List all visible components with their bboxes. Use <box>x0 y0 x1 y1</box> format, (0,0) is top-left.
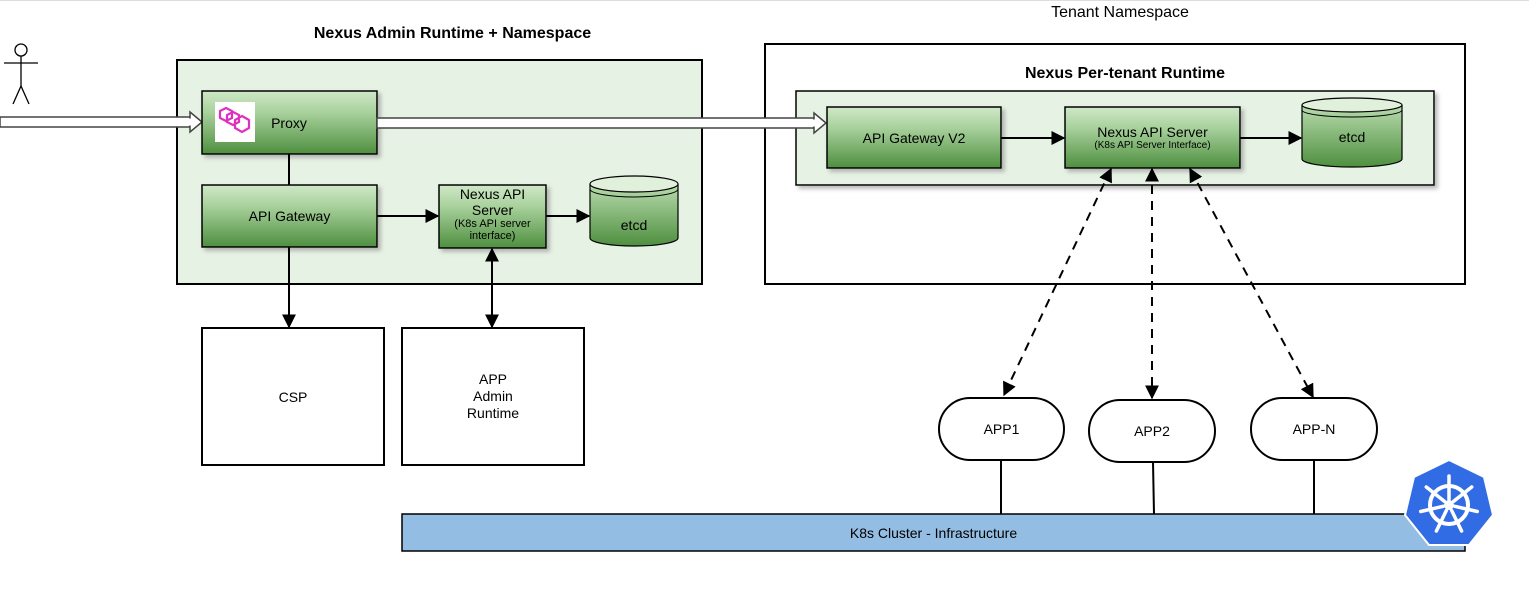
tenant-etcd-label: etcd <box>1338 129 1366 145</box>
admin-api-server-label: Nexus API Server (K8s API server interfa… <box>439 186 546 242</box>
admin-api-server-sub1: (K8s API server <box>454 218 531 230</box>
apiserver-appn-dashed-arrow <box>1189 167 1314 399</box>
appn-label: APP-N <box>1292 421 1336 437</box>
tenant-etcd-cylinder <box>1301 97 1403 168</box>
appn-node <box>1250 397 1378 461</box>
app2-label: APP2 <box>1134 423 1170 439</box>
api-gateway-label: API Gateway <box>248 208 331 224</box>
user-stick-figure-icon <box>4 43 38 105</box>
admin-api-server-line1: Nexus API <box>459 186 526 202</box>
admin-etcd-label: etcd <box>620 217 648 233</box>
proxy-to-gateway-v2-arrow <box>376 111 828 135</box>
admin-api-server-line2: Server <box>471 202 514 218</box>
admin-api-server-sub2: interface) <box>469 230 516 242</box>
api-gateway-v2-label: API Gateway V2 <box>862 129 966 146</box>
csp-box <box>201 327 385 466</box>
app2-node <box>1088 399 1216 463</box>
tenant-runtime-title: Nexus Per-tenant Runtime <box>1024 65 1226 82</box>
app-admin-line1: APP <box>478 371 507 387</box>
tenant-api-server-title: Nexus API Server <box>1097 124 1208 140</box>
k8s-cluster-label: K8s Cluster - Infrastructure <box>849 524 1018 541</box>
user-to-proxy-arrow <box>0 110 204 134</box>
tenant-namespace-title: Tenant Namespace <box>1051 4 1189 21</box>
api-gateway-v2-box <box>826 106 1002 169</box>
envoy-hexagons <box>218 106 251 134</box>
api-gateway-box <box>201 184 378 248</box>
app-admin-runtime-label: APP Admin Runtime <box>402 328 584 465</box>
app-admin-line3: Runtime <box>466 405 520 421</box>
tenant-api-server-sub: (K8s API Server Interface) <box>1094 140 1211 151</box>
kubernetes-logo-icon <box>1403 458 1495 546</box>
app2-cluster-line <box>1152 461 1155 515</box>
app1-label: APP1 <box>983 421 1020 437</box>
app-admin-line2: Admin <box>473 388 513 404</box>
app-admin-runtime-box <box>401 327 585 466</box>
tenant-api-server-box <box>1064 106 1241 169</box>
admin-etcd-cylinder <box>589 175 679 247</box>
tenant-api-server-label: Nexus API Server (K8s API Server Interfa… <box>1065 124 1240 152</box>
apiserver-app1-dashed-arrow <box>1003 167 1112 397</box>
proxy-label: Proxy <box>271 114 307 131</box>
k8s-cluster-bar <box>401 513 1466 552</box>
csp-label: CSP <box>278 388 308 405</box>
admin-runtime-title: Nexus Admin Runtime + Namespace <box>313 25 592 42</box>
app1-node <box>938 397 1065 461</box>
